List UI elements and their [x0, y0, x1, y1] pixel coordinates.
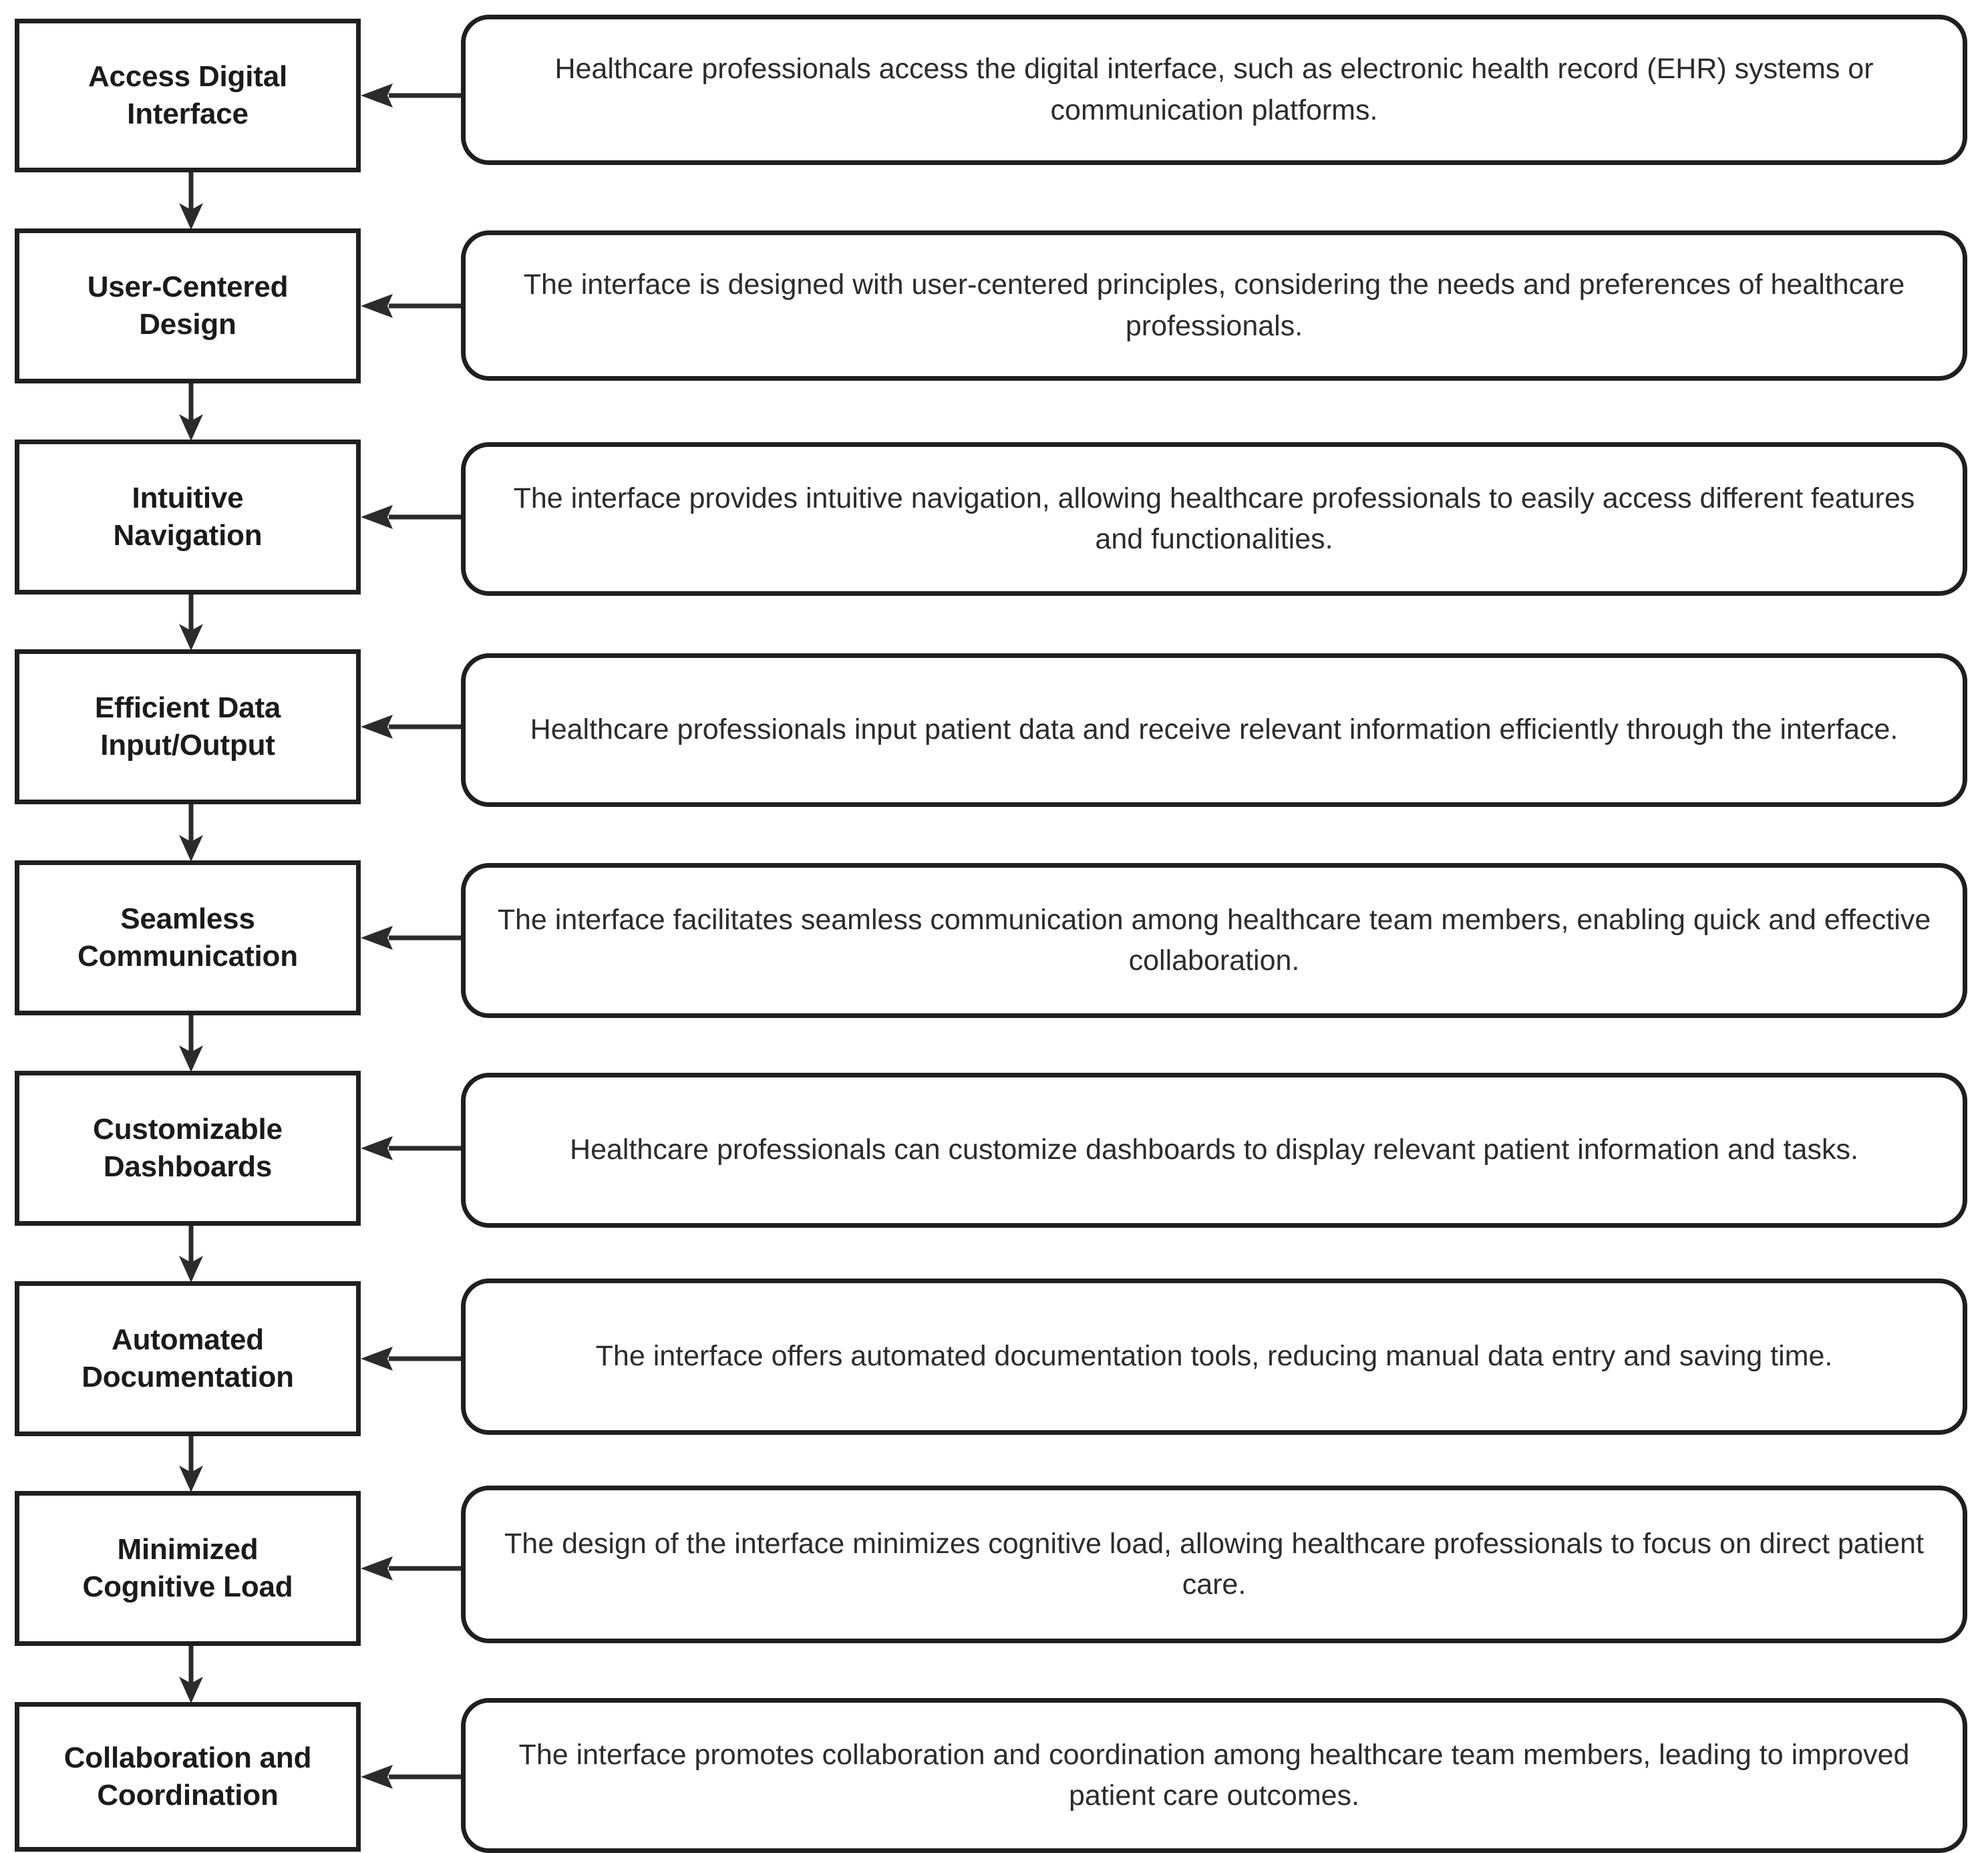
step-box-collaboration-and-coordination[interactable]: Collaboration and Coordination — [15, 1702, 361, 1852]
step-box-access-digital-interface[interactable]: Access Digital Interface — [15, 19, 361, 172]
description-box-efficient-data-input-output[interactable]: Healthcare professionals input patient d… — [461, 653, 1967, 807]
step-box-customizable-dashboards[interactable]: Customizable Dashboards — [15, 1071, 361, 1226]
description-text-efficient-data-input-output: Healthcare professionals input patient d… — [530, 713, 1898, 746]
flow-arrow-down-6 — [175, 1226, 207, 1283]
flow-arrow-left-customizable-dashboards — [361, 1135, 462, 1162]
flow-arrow-down-7 — [175, 1436, 207, 1492]
step-label-automated-documentation: Automated Documentation — [81, 1323, 294, 1393]
flow-arrow-left-collaboration-and-coordination — [361, 1763, 462, 1790]
description-box-user-centered-design[interactable]: The interface is designed with user-cent… — [461, 230, 1967, 381]
step-box-minimized-cognitive-load[interactable]: Minimized Cognitive Load — [15, 1491, 361, 1646]
step-label-efficient-data-input-output: Efficient Data Input/Output — [94, 691, 281, 762]
step-label-minimized-cognitive-load: Minimized Cognitive Load — [82, 1532, 293, 1603]
description-text-minimized-cognitive-load: The design of the interface minimizes co… — [504, 1527, 1924, 1601]
description-box-minimized-cognitive-load[interactable]: The design of the interface minimizes co… — [461, 1486, 1967, 1643]
description-text-intuitive-navigation: The interface provides intuitive navigat… — [513, 482, 1915, 555]
flow-arrow-left-intuitive-navigation — [361, 504, 462, 530]
step-box-user-centered-design[interactable]: User-Centered Design — [15, 228, 361, 383]
flow-arrow-down-5 — [175, 1015, 207, 1072]
step-box-automated-documentation[interactable]: Automated Documentation — [15, 1281, 361, 1436]
flow-arrow-left-access-digital-interface — [361, 82, 462, 109]
step-label-intuitive-navigation: Intuitive Navigation — [113, 481, 263, 552]
description-box-customizable-dashboards[interactable]: Healthcare professionals can customize d… — [461, 1073, 1967, 1228]
flow-arrow-left-minimized-cognitive-load — [361, 1555, 462, 1582]
flow-arrow-down-3 — [175, 595, 207, 651]
step-label-collaboration-and-coordination: Collaboration and Coordination — [63, 1741, 312, 1812]
description-text-collaboration-and-coordination: The interface promotes collaboration and… — [518, 1738, 1910, 1812]
flow-arrow-down-2 — [175, 383, 207, 441]
step-label-customizable-dashboards: Customizable Dashboards — [93, 1112, 283, 1183]
description-text-customizable-dashboards: Healthcare professionals can customize d… — [570, 1134, 1858, 1166]
step-label-seamless-communication: Seamless Communication — [77, 902, 298, 973]
flow-arrow-down-8 — [175, 1646, 207, 1703]
step-box-seamless-communication[interactable]: Seamless Communication — [15, 860, 361, 1015]
description-text-seamless-communication: The interface facilitates seamless commu… — [497, 903, 1931, 977]
description-box-collaboration-and-coordination[interactable]: The interface promotes collaboration and… — [461, 1698, 1967, 1853]
description-text-automated-documentation: The interface offers automated documenta… — [595, 1340, 1833, 1373]
flow-arrow-left-seamless-communication — [361, 924, 462, 951]
step-box-efficient-data-input-output[interactable]: Efficient Data Input/Output — [15, 649, 361, 804]
flow-arrow-left-efficient-data-input-output — [361, 713, 462, 740]
description-text-user-centered-design: The interface is designed with user-cent… — [523, 269, 1905, 342]
flow-arrow-down-1 — [175, 172, 207, 230]
flow-arrow-left-automated-documentation — [361, 1345, 462, 1372]
description-box-intuitive-navigation[interactable]: The interface provides intuitive navigat… — [461, 442, 1967, 596]
description-box-automated-documentation[interactable]: The interface offers automated documenta… — [461, 1279, 1967, 1435]
flow-arrow-down-4 — [175, 804, 207, 862]
step-box-intuitive-navigation[interactable]: Intuitive Navigation — [15, 440, 361, 595]
step-label-user-centered-design: User-Centered Design — [87, 270, 289, 341]
description-box-access-digital-interface[interactable]: Healthcare professionals access the digi… — [461, 15, 1967, 165]
flow-arrow-left-user-centered-design — [361, 293, 462, 319]
step-label-access-digital-interface: Access Digital Interface — [88, 59, 287, 130]
description-text-access-digital-interface: Healthcare professionals access the digi… — [554, 53, 1874, 126]
description-box-seamless-communication[interactable]: The interface facilitates seamless commu… — [461, 863, 1967, 1018]
